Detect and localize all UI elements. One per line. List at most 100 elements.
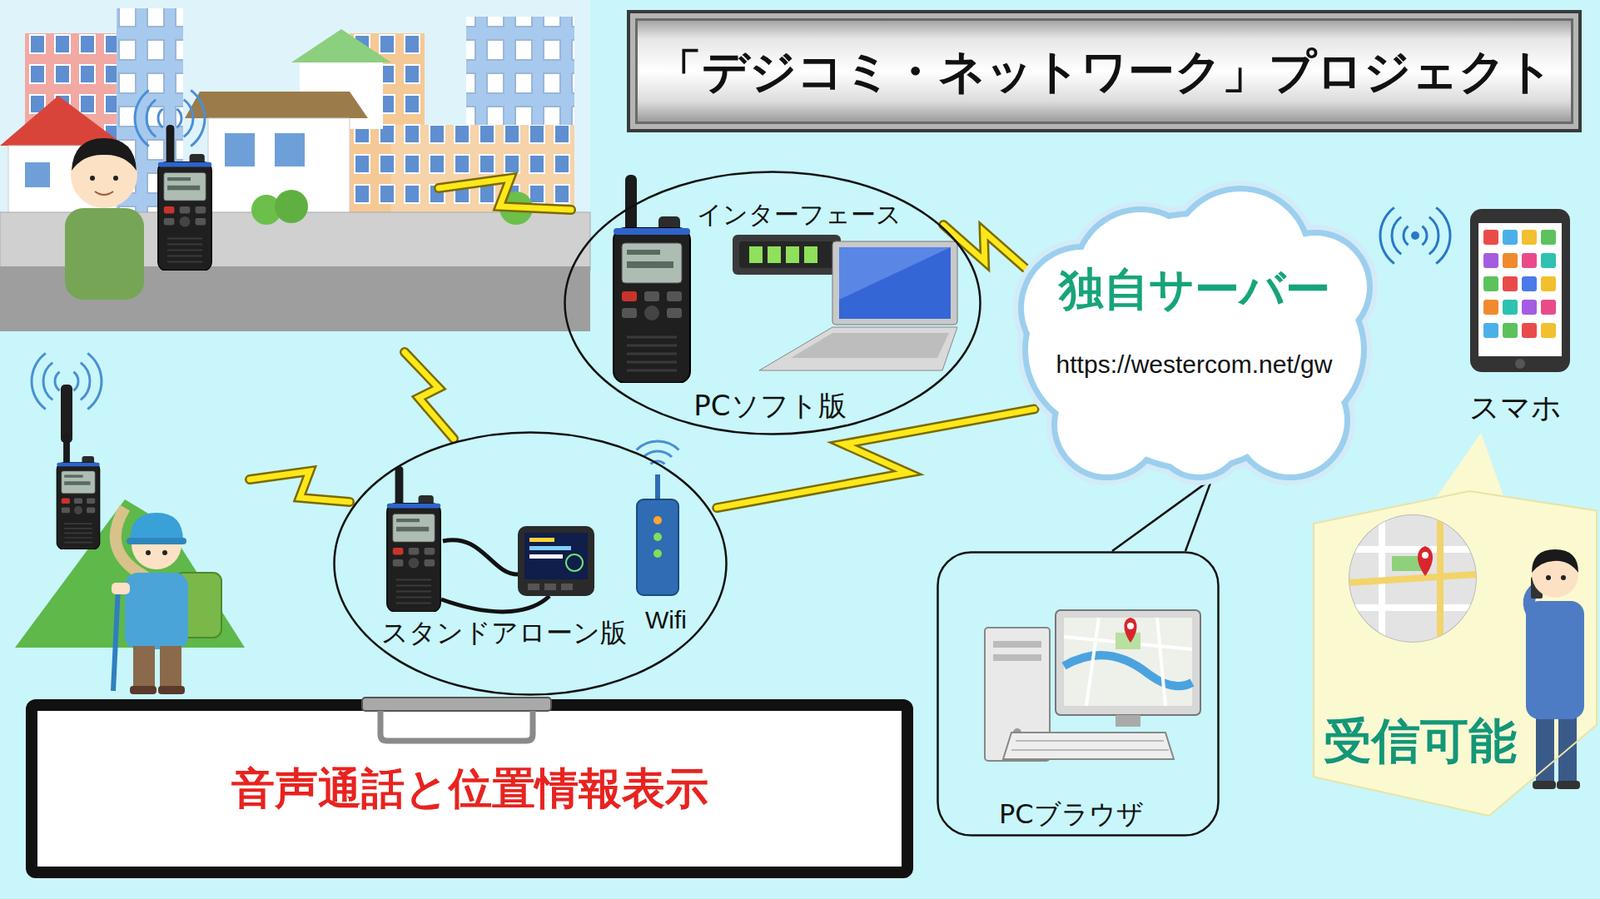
cloud-shape [1057, 374, 1158, 475]
cloud-shape [1023, 191, 1367, 475]
pc-software-group: インターフェースPCソフト版 [563, 170, 982, 436]
town-scene [158, 109, 164, 128]
smartphone-node: スマホ [1455, 199, 1585, 433]
pc-software-devices [839, 247, 951, 300]
cloud-shape [1057, 374, 1158, 475]
desktop-computer [1015, 740, 1164, 742]
town-scene [208, 118, 350, 227]
standalone-devices [527, 583, 540, 591]
device-label: PCブラウザ [998, 798, 1144, 830]
cloud-shape [1157, 391, 1241, 475]
smartphone [1521, 253, 1537, 269]
group-label: スタンドアローン版 [381, 617, 627, 648]
pc-software-devices [832, 241, 958, 325]
title-text: 「デジコミ・ネットワーク」プロジェクト [655, 44, 1554, 99]
reception-bubble [1349, 604, 1476, 612]
hiker-scene [73, 372, 79, 391]
standalone-group: スタンドアローン版Wifi [332, 431, 728, 696]
town-scene [64, 208, 145, 300]
town-scene [146, 99, 156, 138]
connector-group [1112, 478, 1213, 552]
desktop-computer [1011, 749, 1169, 751]
desktop-computer [993, 640, 1042, 648]
smartphone [1540, 299, 1556, 315]
smartphone [1483, 229, 1556, 338]
server-label: 独自サーバー [1058, 263, 1331, 316]
radio-link-bolt [249, 178, 572, 502]
radio-link-bolt [438, 178, 572, 210]
reception-callout: 受信可能 [1313, 491, 1597, 816]
reception-bubble [1349, 515, 1476, 642]
hiker-scene [54, 372, 60, 391]
radio-link-bolt [404, 352, 454, 439]
smartphone [1540, 229, 1556, 245]
smartphone [1515, 358, 1526, 369]
hiker-scene [31, 352, 46, 409]
town-scene [113, 175, 119, 181]
title-banner: 「デジコミ・ネットワーク」プロジェクト [626, 9, 1582, 133]
hiker-scene [31, 352, 102, 409]
town-scene [89, 175, 95, 181]
cloud-shape [1236, 366, 1345, 475]
standalone-devices [524, 532, 588, 580]
desktop-computer [984, 610, 1201, 761]
town-scene [158, 124, 212, 271]
callout-tail [1112, 478, 1213, 552]
pc-software-devices [839, 247, 951, 319]
town-scene [134, 89, 205, 146]
desktop-computer [1157, 617, 1166, 706]
pc-software-devices [739, 241, 835, 269]
cloud-shape [1236, 366, 1345, 475]
radio-link-bolt [404, 352, 454, 439]
desktop-computer [993, 654, 1042, 661]
reception-bubble [1313, 491, 1597, 816]
reception-bubble [1560, 575, 1566, 581]
reception-bubble [1349, 515, 1476, 642]
cloud-shape [1057, 374, 1158, 475]
smartphone [1380, 207, 1571, 373]
smartphone [1521, 299, 1537, 315]
reception-bubble [1531, 549, 1579, 573]
smartphone [1483, 253, 1499, 269]
smartphone [1380, 207, 1395, 264]
smartphone [1502, 276, 1518, 292]
pc-software-devices [732, 234, 841, 275]
town-scene [176, 109, 182, 128]
smartphone [1502, 322, 1518, 338]
bolt-outline [943, 224, 1025, 269]
standalone-devices [566, 554, 583, 572]
reception-bubble [1556, 780, 1581, 790]
smartphone [1521, 276, 1537, 292]
reception-bubble [1349, 515, 1476, 642]
reception-bubble [1545, 575, 1551, 581]
cloud-shape [1023, 191, 1367, 475]
part-label: インターフェース [696, 200, 902, 230]
reception-bubble [1349, 546, 1476, 553]
town-scene [391, 124, 575, 225]
desktop-computer [1003, 732, 1174, 760]
smartphone [1521, 322, 1537, 338]
town-scene [274, 189, 309, 224]
standalone-devices [643, 451, 672, 458]
hiker-scene [159, 645, 182, 690]
desktop-computer [1127, 622, 1134, 630]
smartphone [1429, 217, 1439, 255]
standalone-devices [544, 583, 557, 591]
town-scene [274, 133, 305, 167]
radio-link-bolt [943, 224, 1025, 269]
pc-software-devices [804, 246, 818, 264]
smartphone [1411, 231, 1420, 240]
town-scene [24, 162, 50, 188]
callout-outline [938, 552, 1219, 836]
town-scene [391, 124, 575, 225]
hiker-scene [80, 362, 90, 401]
reception-bubble [1417, 546, 1433, 577]
panel-handle [362, 697, 552, 748]
status-label: 受信可能 [1323, 713, 1517, 770]
smartphone [1436, 207, 1451, 264]
radio-link-bolt [716, 408, 1034, 508]
connector-group [716, 408, 1034, 508]
smartphone [1502, 229, 1518, 245]
reception-bubble [1349, 515, 1476, 642]
